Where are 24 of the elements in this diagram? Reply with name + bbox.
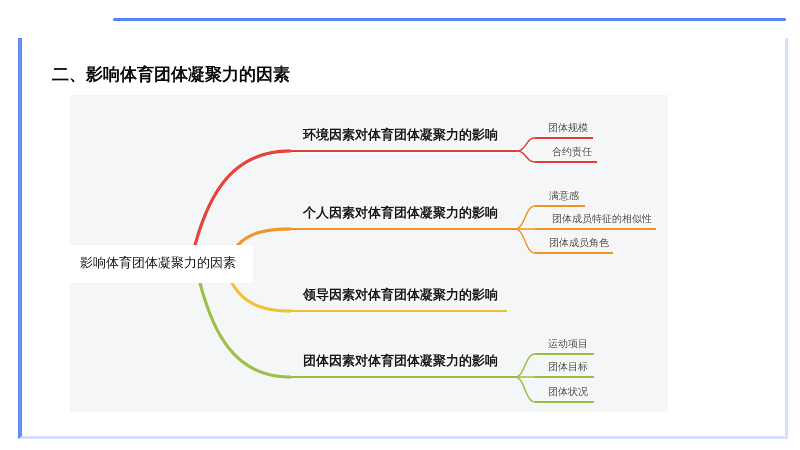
branch-connector	[514, 228, 536, 254]
subtopic: 团体成员角色	[535, 238, 613, 254]
branch-topic: 环境因素对体育团体凝聚力的影响	[290, 128, 517, 152]
branch-curve	[198, 281, 292, 379]
branch-topic: 团体因素对体育团体凝聚力的影响	[290, 354, 515, 378]
subtopic: 合约责任	[535, 147, 597, 163]
branch-curve	[230, 281, 292, 313]
subtopic: 团体目标	[535, 362, 594, 378]
branch-connector	[514, 376, 536, 403]
branch-connector	[516, 137, 536, 152]
branch-curve	[236, 227, 292, 247]
subtopic: 运动项目	[535, 339, 594, 355]
subtopic: 团体规模	[535, 123, 593, 139]
slide-title: 二、影响体育团体凝聚力的因素	[52, 64, 290, 87]
subtopic: 团体状况	[535, 387, 594, 403]
branch-connector	[514, 205, 536, 230]
branch-connector	[514, 353, 536, 378]
central-topic-box: 影响体育团体凝聚力的因素	[70, 245, 253, 283]
branch-curve	[193, 149, 292, 247]
branch-topic: 个人因素对体育团体凝聚力的影响	[290, 206, 515, 230]
branch-topic: 领导因素对体育团体凝聚力的影响	[290, 288, 507, 312]
subtopic: 团体成员特征的相似性	[535, 214, 656, 230]
branch-connector	[516, 150, 536, 163]
subtopic: 满意感	[535, 191, 585, 207]
